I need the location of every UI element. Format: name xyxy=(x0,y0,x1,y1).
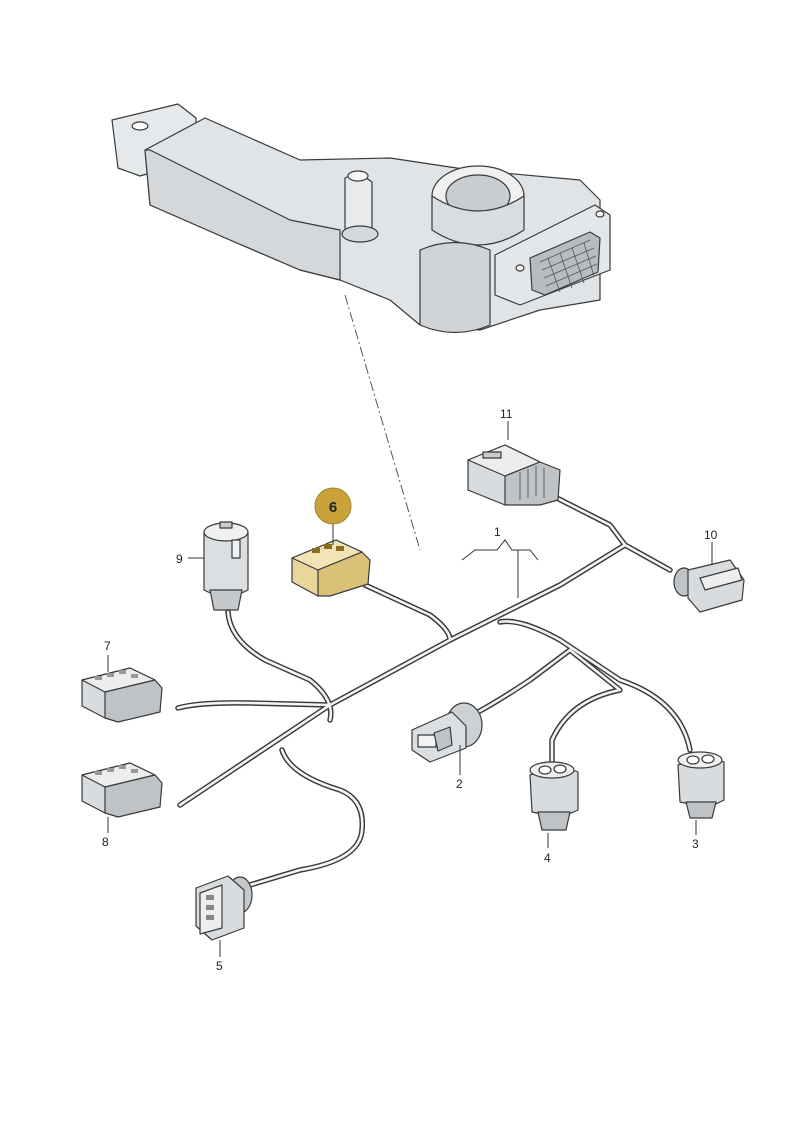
module-housing xyxy=(111,103,611,334)
callout-7: 7 xyxy=(104,639,111,653)
connector-11[interactable] xyxy=(467,444,561,506)
locating-line xyxy=(344,294,421,551)
callout-3: 3 xyxy=(692,837,699,851)
callout-4: 4 xyxy=(544,851,551,865)
connector-2[interactable] xyxy=(411,702,483,763)
callout-6-badge[interactable]: 6 xyxy=(314,487,352,525)
callout-1: 1 xyxy=(494,525,501,539)
leader-lines xyxy=(107,421,713,957)
callout-10: 10 xyxy=(704,528,718,542)
connector-9[interactable] xyxy=(203,521,249,611)
callout-9: 9 xyxy=(176,552,183,566)
callout-labels: 1 2 3 4 5 6 7 8 9 10 11 xyxy=(102,407,718,973)
connector-10[interactable] xyxy=(673,559,745,613)
callout-8: 8 xyxy=(102,835,109,849)
callout-5: 5 xyxy=(216,959,223,973)
connector-8[interactable] xyxy=(81,762,163,818)
connector-7[interactable] xyxy=(81,667,163,723)
connector-3[interactable] xyxy=(677,751,725,819)
callout-2: 2 xyxy=(456,777,463,791)
harness-wires-highlight xyxy=(176,490,692,887)
callout-11: 11 xyxy=(500,407,513,421)
connector-4[interactable] xyxy=(529,761,579,831)
callout-6: 6 xyxy=(329,499,337,516)
connector-5[interactable] xyxy=(195,875,253,941)
connector-6[interactable] xyxy=(291,539,371,597)
